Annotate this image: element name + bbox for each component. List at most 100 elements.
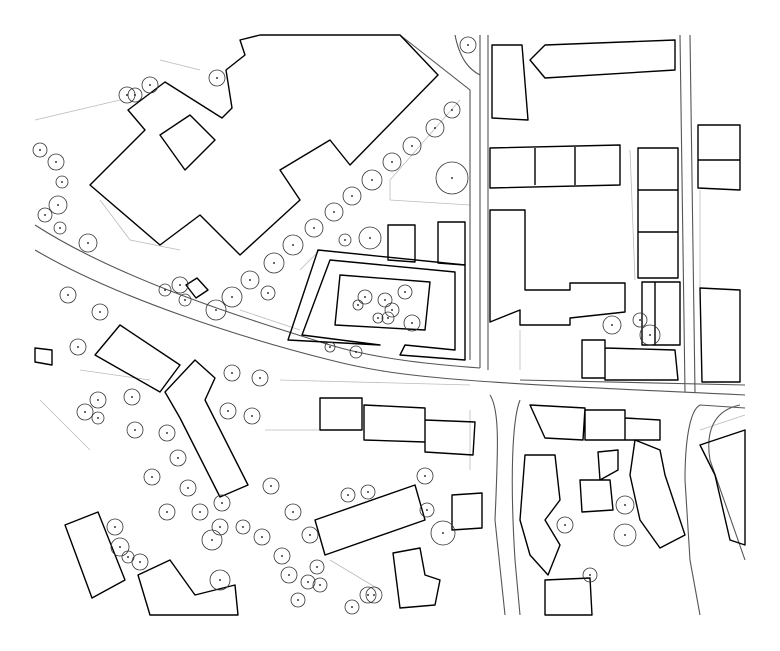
tree-center-dot	[373, 594, 375, 596]
tree-center-dot	[316, 566, 318, 568]
tree-center-dot	[611, 324, 613, 326]
tree-icon	[556, 516, 574, 534]
tree-icon	[143, 468, 161, 486]
tree-center-dot	[199, 511, 201, 513]
tree-center-dot	[649, 334, 651, 336]
tree-icon	[416, 467, 434, 485]
tree-center-dot	[251, 415, 253, 417]
tree-center-dot	[261, 536, 263, 538]
tree-center-dot	[351, 195, 353, 197]
tree-center-dot	[292, 511, 294, 513]
tree-center-dot	[333, 211, 335, 213]
tree-center-dot	[227, 410, 229, 412]
tree-center-dot	[292, 244, 294, 246]
tree-icon	[127, 87, 143, 103]
tree-icon	[171, 276, 189, 294]
tree-center-dot	[114, 526, 116, 528]
tree-center-dot	[434, 127, 436, 129]
tree-center-dot	[281, 555, 283, 557]
tree-center-dot	[451, 109, 453, 111]
tree-icon	[32, 142, 48, 158]
tree-icon	[240, 270, 260, 290]
tree-center-dot	[387, 317, 389, 319]
tree-icon	[121, 550, 135, 564]
tree-icon	[361, 169, 383, 191]
tree-center-dot	[442, 532, 444, 534]
tree-center-dot	[259, 377, 261, 379]
tree-icon	[205, 299, 227, 321]
tree-center-dot	[179, 284, 181, 286]
trees	[32, 36, 661, 615]
tree-icon	[78, 233, 98, 253]
tree-icon	[382, 152, 402, 172]
roads	[34, 34, 746, 616]
tree-icon	[223, 364, 241, 382]
tree-center-dot	[184, 299, 186, 301]
tree-center-dot	[307, 581, 309, 583]
tree-icon	[372, 312, 384, 324]
tree-center-dot	[219, 579, 221, 581]
tree-icon	[273, 547, 291, 565]
tree-center-dot	[369, 237, 371, 239]
tree-icon	[263, 252, 285, 274]
tree-center-dot	[97, 399, 99, 401]
tree-icon	[443, 101, 461, 119]
tree-icon	[211, 518, 229, 536]
tree-center-dot	[219, 526, 221, 528]
tree-center-dot	[297, 599, 299, 601]
tree-center-dot	[77, 346, 79, 348]
tree-icon	[290, 592, 306, 608]
tree-icon	[435, 161, 469, 195]
tree-center-dot	[344, 239, 346, 241]
tree-center-dot	[426, 509, 428, 511]
building-l-block	[287, 249, 466, 361]
tree-icon	[582, 567, 598, 583]
tree-icon	[402, 136, 422, 156]
tree-center-dot	[273, 262, 275, 264]
tree-center-dot	[211, 539, 213, 541]
tree-center-dot	[151, 476, 153, 478]
tree-center-dot	[126, 94, 128, 96]
tree-center-dot	[624, 504, 626, 506]
tree-center-dot	[149, 84, 151, 86]
tree-center-dot	[309, 534, 311, 536]
tree-center-dot	[242, 526, 244, 528]
building-school-complex	[89, 34, 439, 256]
tree-icon	[352, 299, 364, 311]
tree-icon	[201, 529, 223, 551]
tree-center-dot	[221, 502, 223, 504]
tree-icon	[110, 537, 130, 557]
tree-center-dot	[97, 417, 99, 419]
tree-icon	[377, 292, 393, 308]
tree-icon	[106, 518, 124, 536]
tree-center-dot	[424, 475, 426, 477]
tree-icon	[632, 312, 648, 328]
tree-center-dot	[313, 227, 315, 229]
tree-icon	[357, 289, 373, 305]
tree-center-dot	[329, 346, 331, 348]
tree-icon	[89, 391, 107, 409]
tree-icon	[300, 574, 316, 590]
tree-icon	[301, 526, 319, 544]
tree-icon	[324, 341, 336, 353]
tree-center-dot	[84, 411, 86, 413]
tree-center-dot	[99, 311, 101, 313]
tree-icon	[47, 153, 65, 171]
building-courtyard	[159, 114, 216, 171]
tree-center-dot	[249, 279, 251, 281]
tree-icon	[425, 118, 445, 138]
tree-center-dot	[166, 511, 168, 513]
tree-icon	[304, 218, 324, 238]
tree-icon	[191, 503, 209, 521]
tree-icon	[358, 226, 382, 250]
tree-icon	[235, 519, 251, 535]
tree-icon	[59, 286, 77, 304]
tree-icon	[69, 338, 87, 356]
tree-icon	[91, 411, 105, 425]
tree-icon	[615, 495, 635, 515]
tree-icon	[280, 566, 298, 584]
tree-center-dot	[267, 292, 269, 294]
tree-center-dot	[216, 77, 218, 79]
tree-center-dot	[177, 457, 179, 459]
